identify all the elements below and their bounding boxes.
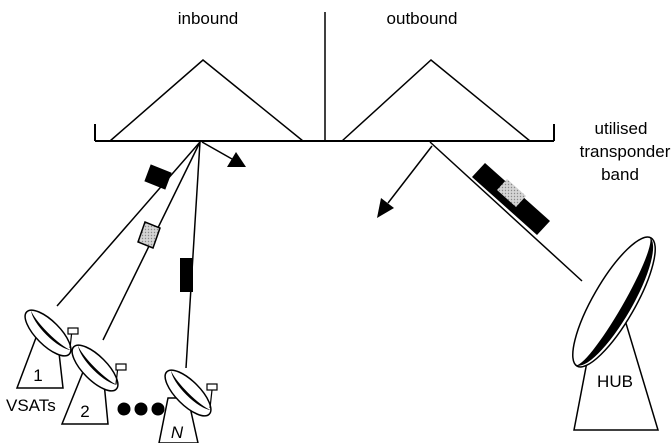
band-label-line3: band: [601, 165, 639, 184]
vsat-2-label: 2: [80, 402, 89, 421]
outbound-link: [429, 141, 583, 282]
link-hub: [429, 141, 583, 282]
packet-vsat-n: [180, 258, 193, 292]
packet-vsat-1: [144, 164, 172, 190]
vsat-2: 2: [60, 344, 127, 425]
packet-vsat-2: [137, 221, 161, 249]
vsat-1: 1: [15, 309, 79, 389]
inbound-spectrum-triangle: [107, 59, 306, 142]
ellipsis-dots: [117, 402, 165, 416]
hub-label: HUB: [597, 372, 633, 391]
hub-dish-icon: [572, 236, 656, 368]
outbound-spectrum-triangle: [340, 59, 533, 142]
feed-icon: [206, 383, 218, 391]
transponder-band: [94, 12, 555, 142]
feed-icon: [67, 327, 79, 335]
vsat-n-label: N: [171, 423, 184, 442]
link-vsat-n: [185, 141, 201, 369]
outbound-arrow: [377, 145, 433, 218]
utilised-band-label: utilised transponder band: [580, 119, 671, 184]
inbound-label: inbound: [178, 9, 239, 28]
vsat-n: N: [158, 369, 218, 444]
vsat-1-label: 1: [33, 366, 42, 385]
hub-packet-shaded: [497, 179, 526, 207]
link-vsat-1: [56, 141, 201, 307]
dish-icon: [71, 344, 119, 392]
inbound-arrow: [201, 141, 246, 167]
feed-icon: [115, 363, 127, 371]
vsats-label: VSATs: [6, 396, 56, 415]
outbound-label: outbound: [387, 9, 458, 28]
band-label-line2: transponder: [580, 142, 671, 161]
band-label-line1: utilised: [595, 119, 648, 138]
dish-icon: [164, 369, 212, 417]
hub-station: HUB: [572, 236, 660, 431]
dish-icon: [24, 309, 72, 357]
